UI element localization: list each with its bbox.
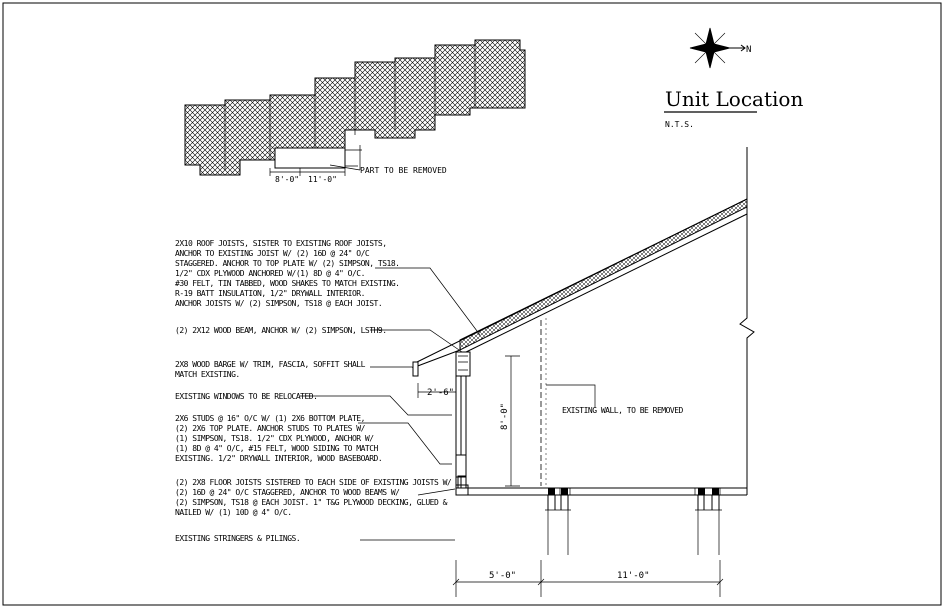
note-floor-joists: (2) 2X8 FLOOR JOISTS SISTERED TO EACH SI… xyxy=(175,478,456,517)
drawing-title: Unit Location xyxy=(665,87,803,111)
north-arrow-icon xyxy=(689,27,746,69)
wall-height-dim: 8'-0" xyxy=(500,403,510,430)
site-dim-b: 11'-0" xyxy=(308,175,337,184)
scale-note: N.T.S. xyxy=(665,120,694,129)
window-frame xyxy=(455,454,467,478)
note-barge: 2X8 WOOD BARGE W/ TRIM, FASCIA, SOFFIT S… xyxy=(175,360,369,379)
site-callout: PART TO BE REMOVED xyxy=(360,166,447,175)
note-stringers: EXISTING STRINGERS & PILINGS. xyxy=(175,534,300,543)
note-roof-joists: 2X10 ROOF JOISTS, SISTER TO EXISTING ROO… xyxy=(175,239,404,308)
wood-beam xyxy=(455,351,471,377)
key-plan: 8'-0" 11'-0" PART TO BE REMOVED xyxy=(184,39,526,184)
pilings xyxy=(545,488,722,555)
construction-notes: 2X10 ROOF JOISTS, SISTER TO EXISTING ROO… xyxy=(175,239,456,543)
note-studs: 2X6 STUDS @ 16" O/C W/ (1) 2X6 BOTTOM PL… xyxy=(175,414,382,463)
building-section xyxy=(412,147,755,555)
overhang-dim: 2'-6" xyxy=(427,388,454,398)
part-to-be-removed xyxy=(274,147,346,169)
existing-wall-label: EXISTING WALL, TO BE REMOVED xyxy=(562,406,684,415)
roof-insulation xyxy=(459,198,748,351)
bottom-dim-left: 5'-0" xyxy=(489,571,516,581)
north-label: N xyxy=(746,45,751,55)
bottom-dim-right: 11'-0" xyxy=(617,571,650,581)
note-windows: EXISTING WINDOWS TO BE RELOCATED. xyxy=(175,392,317,401)
site-dim-a: 8'-0" xyxy=(275,175,299,184)
fascia xyxy=(412,361,419,377)
dimensions xyxy=(417,355,724,597)
note-wood-beam: (2) 2X12 WOOD BEAM, ANCHOR W/ (2) SIMPSO… xyxy=(175,326,387,335)
